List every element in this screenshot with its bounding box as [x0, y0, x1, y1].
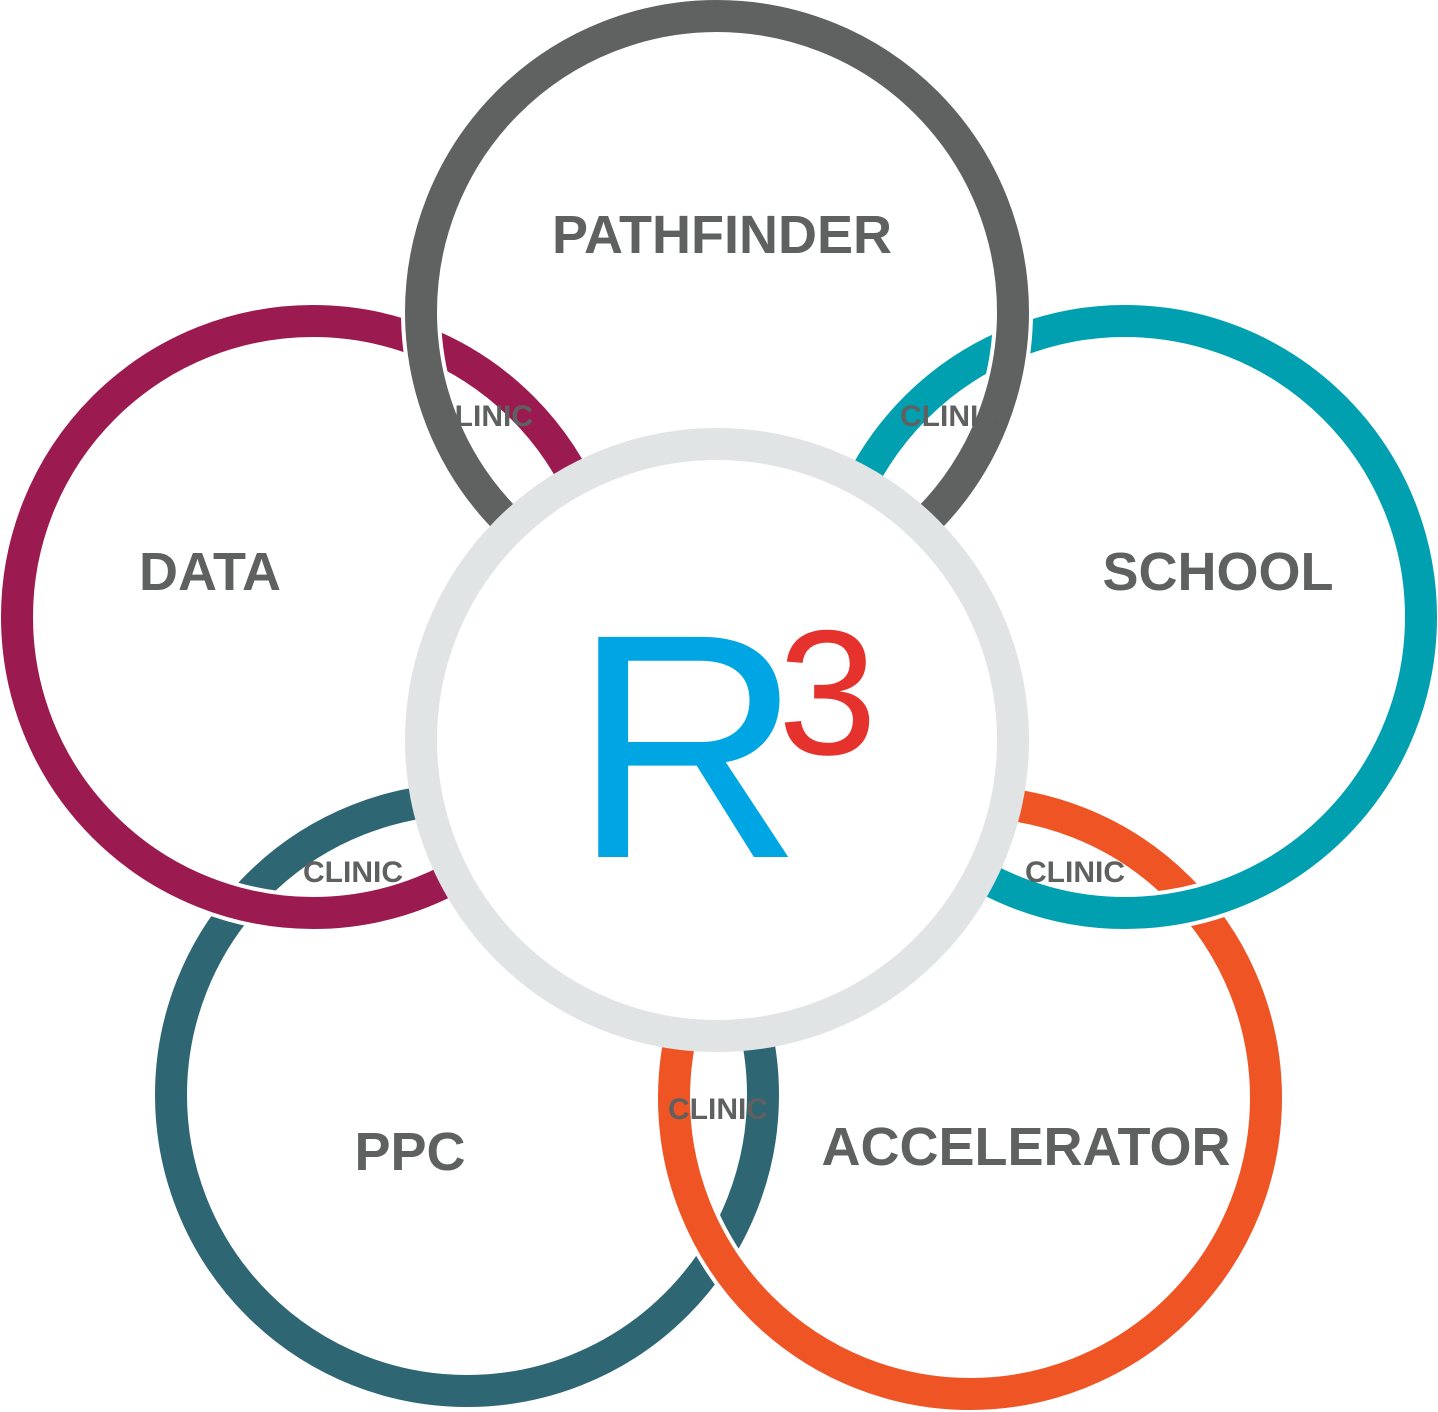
clinic-label: CLINIC: [1025, 856, 1125, 889]
clinic-label: CLINIC: [668, 1093, 768, 1126]
label-data: DATA: [139, 542, 281, 602]
clinic-label: CLINIC: [433, 400, 533, 433]
center-letter: R: [572, 567, 803, 925]
label-pathfinder: PATHFINDER: [552, 205, 892, 265]
clinic-label: CLINIC: [303, 856, 403, 889]
center-superscript: 3: [778, 593, 877, 792]
center-circle: R 3: [405, 428, 1029, 1052]
label-school: SCHOOL: [1102, 542, 1333, 602]
label-accelerator: ACCELERATOR: [821, 1117, 1230, 1177]
center-ring: [405, 428, 1029, 1052]
clinic-label: CLINIC: [900, 400, 1000, 433]
label-ppc: PPC: [354, 1122, 465, 1182]
